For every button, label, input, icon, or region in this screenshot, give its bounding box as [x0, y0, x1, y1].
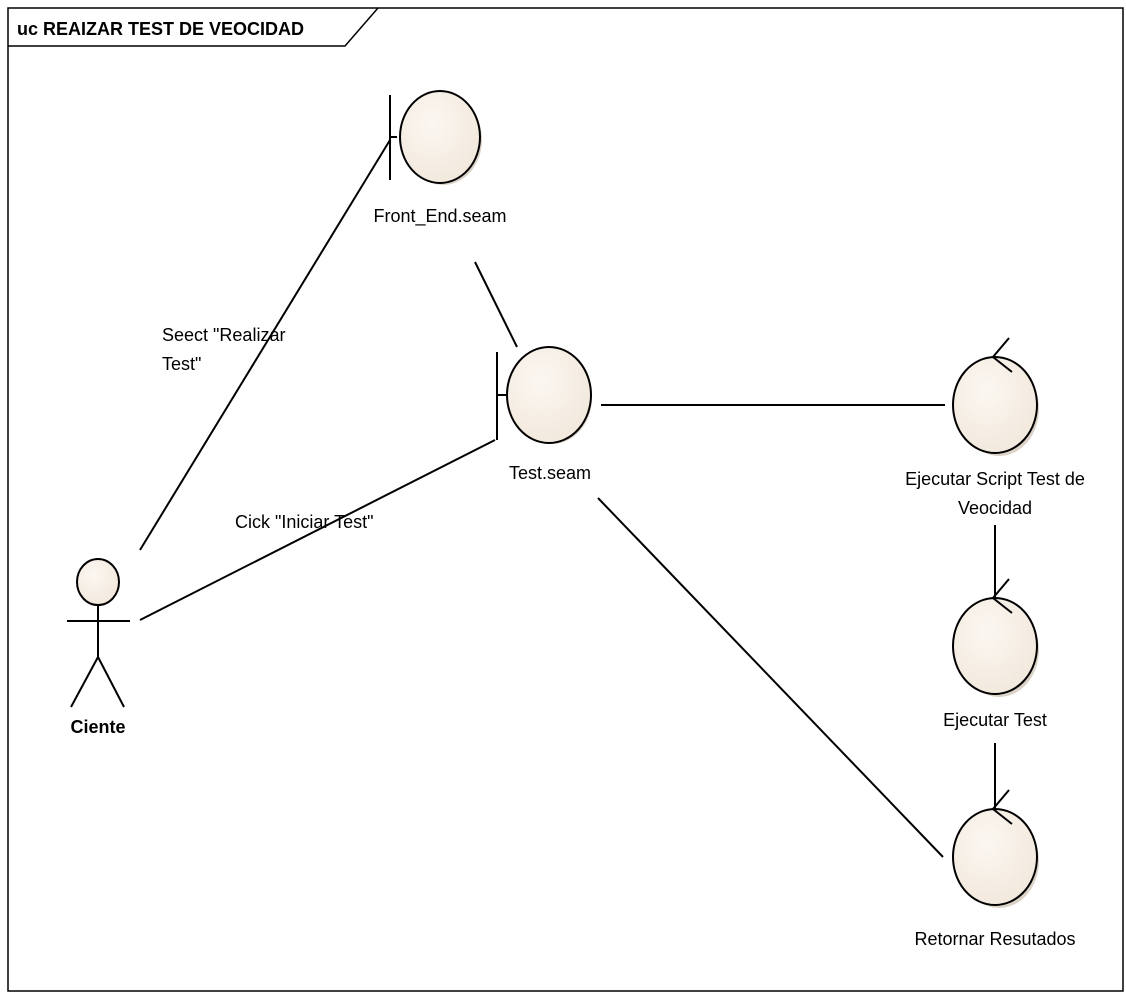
- control-ejecutar-script[interactable]: Ejecutar Script Test de Veocidad: [905, 337, 1085, 518]
- boundary-test-shape: [506, 346, 592, 444]
- control-retornar-resultados-label: Retornar Resutados: [914, 929, 1075, 949]
- connector-front-end-test: [474, 261, 518, 348]
- control-ejecutar-test-label: Ejecutar Test: [943, 710, 1047, 730]
- control-ejecutar-test[interactable]: Ejecutar Test: [943, 578, 1047, 730]
- boundary-front-end-label: Front_End.seam: [373, 206, 506, 227]
- actor-left-leg: [70, 656, 99, 708]
- control-ejecutar-script-shape: [952, 356, 1038, 454]
- actor-right-leg: [97, 656, 125, 708]
- diagram-title: uc REAIZAR TEST DE VEOCIDAD: [17, 19, 304, 39]
- control-arrow-icon: [991, 578, 1013, 614]
- actor-head-icon: [76, 558, 120, 606]
- diagram-frame: uc REAIZAR TEST DE VEOCIDAD: [7, 7, 1124, 992]
- message-select-realizar-line2: Test": [162, 354, 201, 374]
- connector-test-retornar: [597, 497, 944, 858]
- boundary-front-end[interactable]: Front_End.seam: [373, 90, 507, 227]
- control-arrow-icon: [991, 337, 1013, 373]
- control-ejecutar-script-label-line2: Veocidad: [958, 498, 1032, 518]
- message-select-realizar-line1: Seect "Realizar: [162, 325, 285, 345]
- message-click-iniciar: Cick "Iniciar Test": [235, 512, 373, 532]
- boundary-test-label: Test.seam: [509, 463, 591, 483]
- actor-label: Ciente: [70, 717, 125, 737]
- connector-actor-test: [139, 439, 496, 621]
- message-click-iniciar-line1: Cick "Iniciar Test": [235, 512, 373, 532]
- actor-ciente[interactable]: Ciente: [67, 558, 130, 737]
- message-select-realizar: Seect "Realizar Test": [162, 325, 285, 374]
- control-arrow-icon: [991, 789, 1013, 825]
- connections: [139, 139, 996, 858]
- control-retornar-resultados[interactable]: Retornar Resutados: [914, 789, 1076, 949]
- boundary-test[interactable]: Test.seam: [496, 346, 592, 483]
- control-ejecutar-test-shape: [952, 597, 1038, 695]
- control-retornar-resultados-shape: [952, 808, 1038, 906]
- connector-actor-front-end: [139, 139, 391, 551]
- control-ejecutar-script-label-line1: Ejecutar Script Test de: [905, 469, 1085, 489]
- boundary-front-end-shape: [399, 90, 481, 184]
